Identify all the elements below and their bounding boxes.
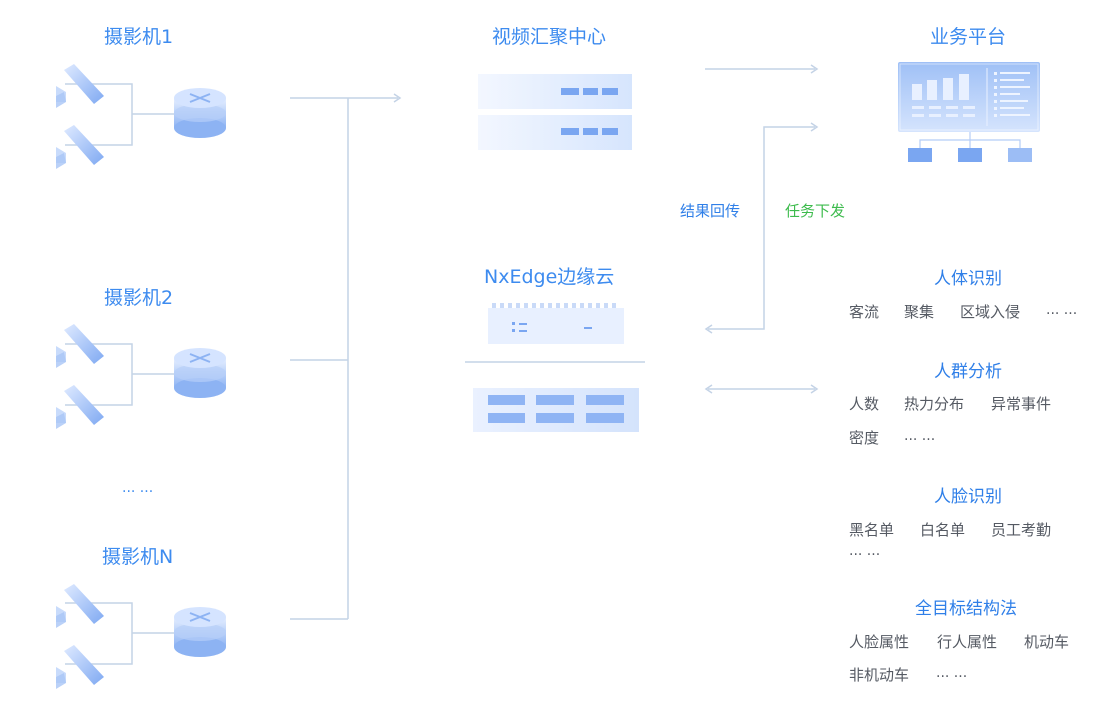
camera-icon	[56, 645, 104, 689]
camera-group-2-label: 摄影机2	[104, 287, 174, 309]
service-tag: ... ...	[904, 428, 936, 444]
service-tag: 区域入侵	[960, 303, 1021, 321]
service-tag: 员工考勤	[991, 521, 1052, 539]
service-tag: ... ...	[849, 543, 881, 559]
router-icon	[174, 607, 226, 657]
router-icon	[174, 88, 226, 138]
camera-icon	[56, 324, 104, 368]
camera-icon	[56, 125, 104, 169]
service-tag: 人脸属性	[849, 633, 910, 651]
service-title: 人群分析	[934, 362, 1002, 382]
service-tag: ... ...	[936, 665, 968, 681]
router-icon	[174, 348, 226, 398]
dashboard-monitor-icon	[898, 62, 1040, 162]
camera-icon	[56, 64, 104, 108]
camera-icon	[56, 584, 104, 628]
service-tag: 白名单	[920, 521, 966, 539]
service-title: 人脸识别	[934, 487, 1002, 507]
service-tag: ... ...	[1046, 302, 1078, 318]
camera-ellipsis: ... ...	[122, 480, 154, 496]
business-platform-title: 业务平台	[930, 26, 1007, 48]
service-title: 人体识别	[934, 269, 1002, 289]
camera-group-n-label: 摄影机N	[102, 546, 174, 568]
edge-gateway-icon	[488, 303, 624, 344]
camera-icon	[56, 385, 104, 429]
service-tag: 人数	[849, 395, 880, 413]
camera-group-1-label: 摄影机1	[104, 26, 174, 48]
service-tag: 聚集	[904, 303, 935, 321]
service-title: 全目标结构法	[915, 599, 1017, 619]
server-rack-icon	[478, 74, 632, 150]
service-tag: 客流	[849, 303, 880, 321]
service-tag: 密度	[849, 429, 880, 447]
service-tag: 机动车	[1024, 633, 1070, 651]
service-tag: 热力分布	[904, 395, 965, 413]
result-return-label: 结果回传	[680, 202, 741, 220]
service-tag: 行人属性	[937, 633, 998, 651]
task-dispatch-label: 任务下发	[785, 202, 846, 220]
edge-cloud-title: NxEdge边缘云	[484, 266, 615, 288]
service-tag: 黑名单	[849, 521, 895, 539]
service-tag: 异常事件	[991, 395, 1052, 413]
edge-server-icon	[473, 388, 639, 432]
service-tag: 非机动车	[849, 666, 910, 684]
video-hub-title: 视频汇聚中心	[492, 26, 607, 48]
